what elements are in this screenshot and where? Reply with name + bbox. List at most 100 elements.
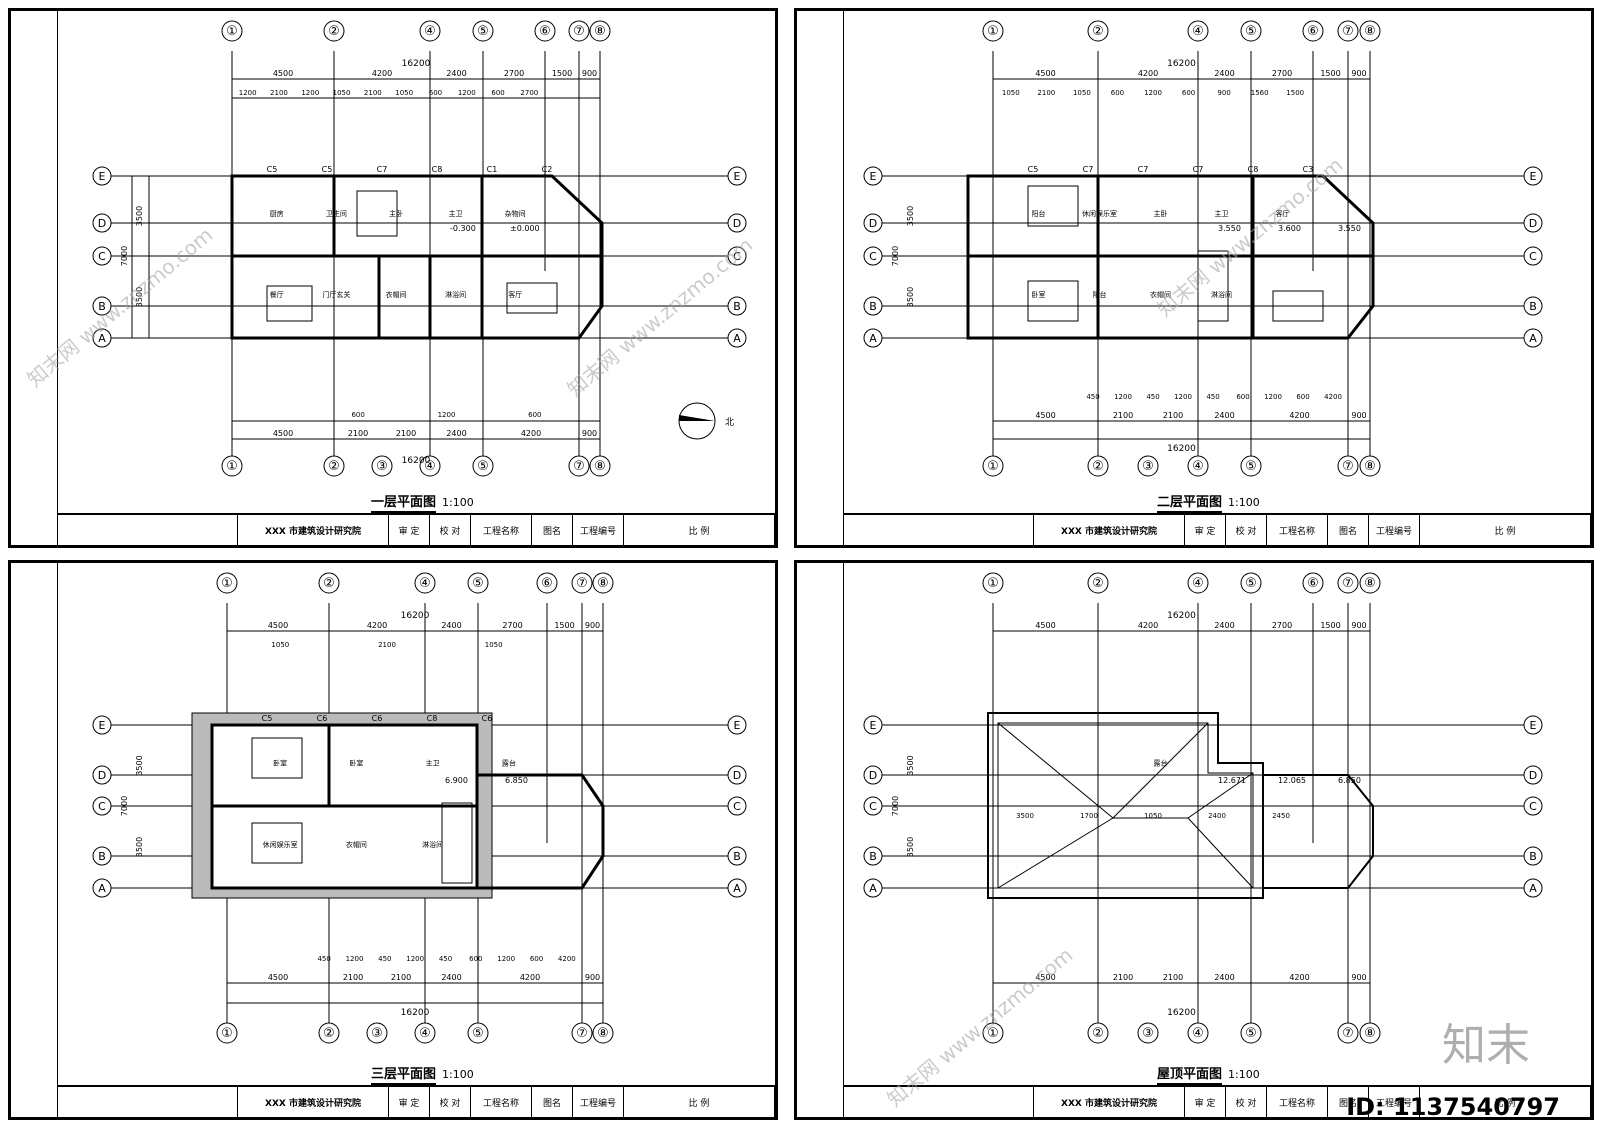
axis-bubble: [366, 1022, 388, 1044]
axis-number: ④: [1192, 459, 1204, 474]
axis-number: ④: [424, 459, 436, 474]
axis-bubble: [1087, 1022, 1109, 1044]
axis-bubble: [1523, 296, 1543, 316]
dimension-text: 450: [317, 955, 330, 963]
axis-bubble: [92, 296, 112, 316]
elevation-mark: ±0.000: [510, 224, 540, 233]
dimension-text: 3500: [906, 206, 915, 226]
dimension-text: 2700: [520, 89, 538, 97]
dimension-text: 900: [585, 973, 600, 982]
room-label: 厨房: [270, 209, 284, 218]
axis-letter: B: [733, 850, 741, 863]
side-strip: [11, 563, 58, 1117]
dimension-text: 2700: [1272, 621, 1292, 630]
axis-number: ②: [1092, 24, 1104, 39]
axis-number: ①: [221, 576, 233, 591]
field-label: 校 对: [430, 1087, 471, 1117]
axis-bubble: [1087, 572, 1109, 594]
axis-bubble: [863, 715, 883, 735]
id-label: ID: 1137540797: [1346, 1093, 1560, 1121]
dimension-text: 900: [1351, 973, 1366, 982]
dimension-text: 1200: [239, 89, 257, 97]
axis-bubble: [534, 20, 556, 42]
side-strip: [797, 563, 844, 1117]
field-label: 工程编号: [1369, 1087, 1420, 1117]
elevation-mark: 6.850: [1338, 776, 1361, 785]
room-label: 卧室: [1032, 290, 1046, 299]
room-label: 主卫: [1215, 209, 1229, 218]
dimension-text: 600: [530, 955, 543, 963]
room-label: 阳台: [1093, 290, 1107, 299]
axis-bubble: [1187, 20, 1209, 42]
axis-number: ⑦: [573, 459, 585, 474]
axis-bubble: [589, 455, 611, 477]
axis-bubble: [571, 1022, 593, 1044]
dimension-text: 900: [1217, 89, 1230, 97]
axis-bubble: [1337, 455, 1359, 477]
axis-letter: D: [733, 217, 741, 230]
plan-name: 二层平面图: [1157, 495, 1223, 513]
dimension-text: 1500: [1320, 69, 1340, 78]
dimension-text: 900: [585, 621, 600, 630]
axis-bubble: [863, 166, 883, 186]
axis-number: ①: [987, 24, 999, 39]
dimension-text: 1050: [333, 89, 351, 97]
axis-number: ⑤: [1245, 24, 1257, 39]
room-label: 淋浴间: [422, 840, 443, 849]
axis-number: ②: [1092, 459, 1104, 474]
axis-letter: B: [869, 850, 877, 863]
field-label: 审 定: [389, 515, 430, 545]
dimension-text: 450: [378, 955, 391, 963]
axis-bubble: [1337, 20, 1359, 42]
room-label: 餐厅: [270, 290, 284, 299]
room-label: 卫生间: [326, 209, 347, 218]
axis-number: ⑧: [1364, 576, 1376, 591]
axis-letter: A: [98, 332, 106, 345]
dimension-text: 4200: [1324, 393, 1342, 401]
dimension-text: 1560: [1251, 89, 1269, 97]
window-tag: C5: [1028, 165, 1039, 174]
dimension-text: 2100: [378, 641, 396, 649]
axis-number: ④: [1192, 1026, 1204, 1041]
dimension-text: 600: [491, 89, 504, 97]
room-label: 主卧: [389, 209, 403, 218]
brand-logo: 知末: [1442, 1020, 1530, 1071]
dimension-text: 4500: [1035, 621, 1055, 630]
axis-bubble: [1337, 1022, 1359, 1044]
plan-name: 屋顶平面图: [1157, 1067, 1223, 1085]
dimension-text: 450: [439, 955, 452, 963]
field-label: 审 定: [389, 1087, 430, 1117]
axis-letter: D: [869, 769, 877, 782]
axis-bubble: [863, 765, 883, 785]
axis-number: ⑧: [597, 576, 609, 591]
dimension-text: 2100: [1163, 973, 1183, 982]
plan-scale: 1:100: [442, 1068, 474, 1081]
axis-letter: A: [1529, 882, 1537, 895]
axis-letter: B: [98, 850, 106, 863]
dimension-text: 900: [1351, 69, 1366, 78]
axis-number: ①: [987, 576, 999, 591]
axis-bubble: [467, 1022, 489, 1044]
dimension-text: 4200: [372, 69, 392, 78]
axis-bubble: [727, 246, 747, 266]
axis-number: ④: [1192, 576, 1204, 591]
axis-number: ⑦: [1342, 24, 1354, 39]
dimension-text: 4200: [1138, 69, 1158, 78]
dimension-text: 1200: [1174, 393, 1192, 401]
axis-letter: A: [869, 332, 877, 345]
elevation-mark: 3.550: [1338, 224, 1361, 233]
roof-dimension: 2400: [1208, 812, 1226, 820]
axis-number: ⑧: [594, 24, 606, 39]
dimension-text: 600: [1236, 393, 1249, 401]
axis-bubble: [592, 1022, 614, 1044]
axis-letter: A: [1529, 332, 1537, 345]
axis-number: ①: [987, 459, 999, 474]
roof-dimension: 1050: [1144, 812, 1162, 820]
field-label: 工程编号: [573, 515, 624, 545]
axis-bubble: [727, 296, 747, 316]
plan-scale: 1:100: [1228, 1068, 1260, 1081]
plan-name: 三层平面图: [371, 1067, 437, 1085]
axis-bubble: [92, 328, 112, 348]
axis-bubble: [982, 455, 1004, 477]
